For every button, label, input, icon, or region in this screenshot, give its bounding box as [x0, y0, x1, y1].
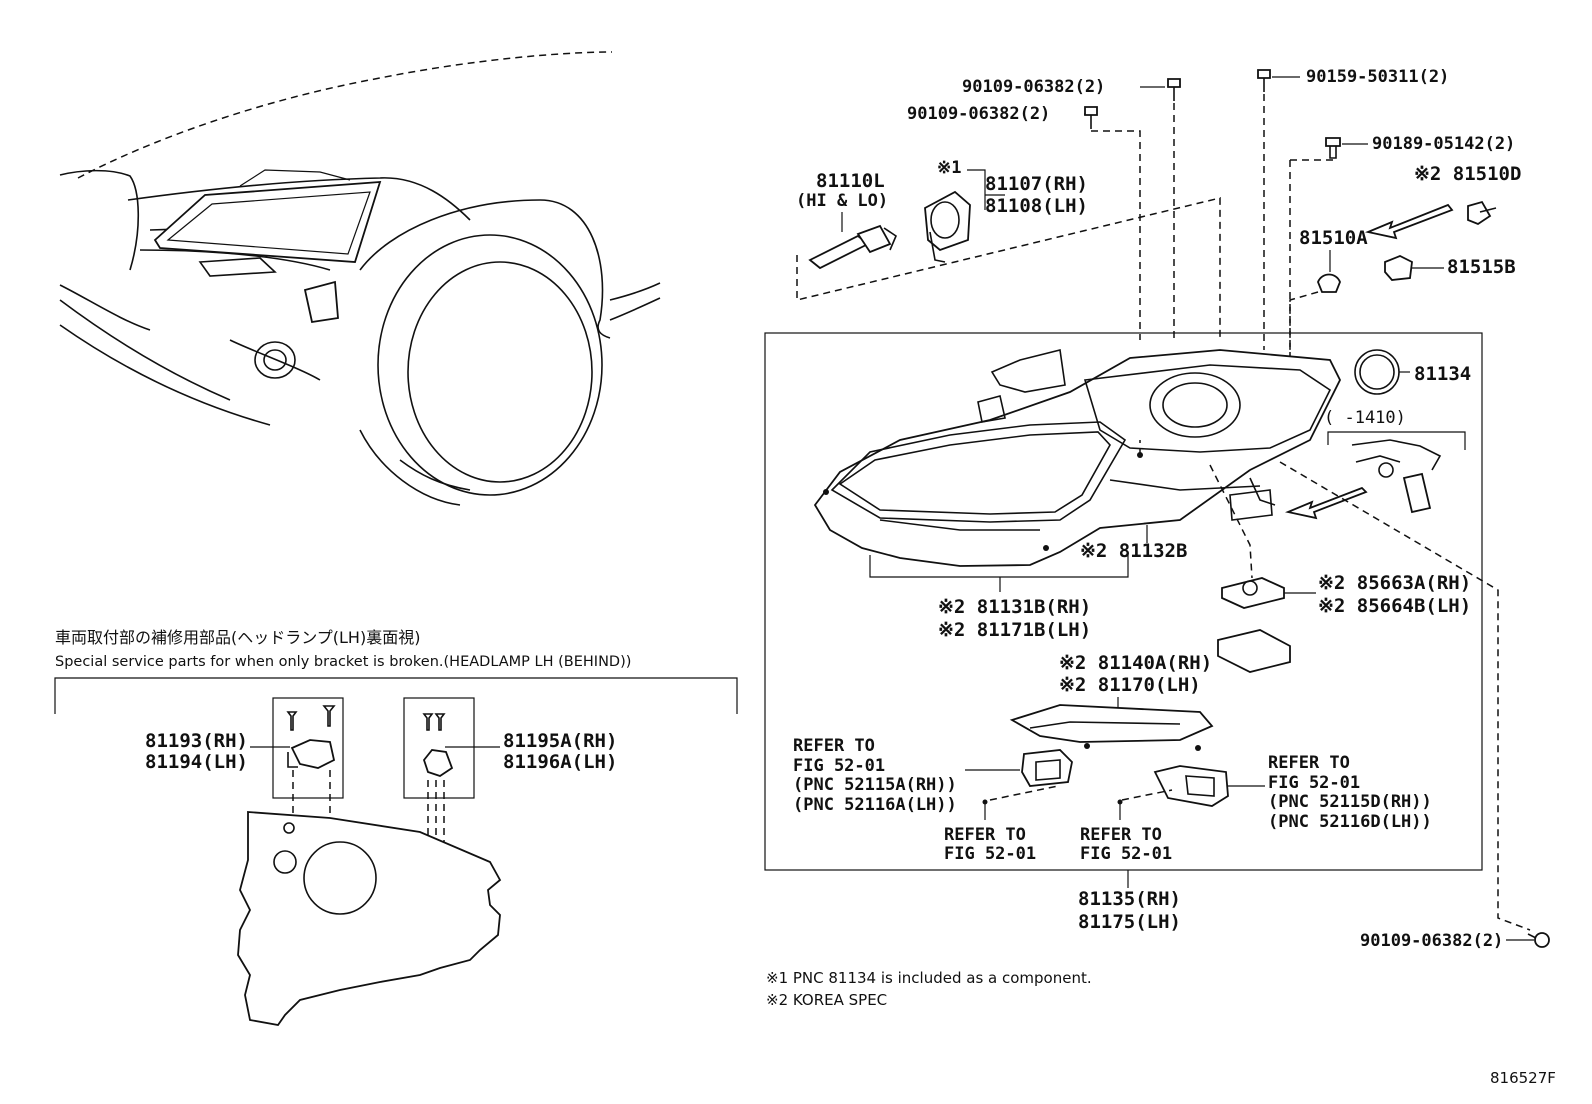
label-81134: 81134 [1414, 363, 1471, 385]
bracket-title-jp: 車両取付部の補修用部品(ヘッドランプ(LH)裏面視) [55, 628, 420, 647]
refer-left-3: (PNC 52115A(RH)) [793, 775, 957, 795]
bracket-section: 車両取付部の補修用部品(ヘッドランプ(LH)裏面視) Special servi… [54, 628, 738, 1026]
assembly-frame [764, 332, 1483, 871]
bolt-icon [1527, 932, 1550, 948]
bulb-icon [1467, 200, 1497, 226]
lamp-bracket-icon [1021, 749, 1073, 787]
refer-mid-right-2: FIG 52-01 [1080, 844, 1172, 864]
bolt-icon [1084, 106, 1098, 129]
clip-icon [1325, 137, 1341, 159]
note-2: ※2 KOREA SPEC [766, 991, 887, 1009]
date-range-label: ( -1410) [1324, 408, 1406, 428]
bolt-icon [1167, 78, 1181, 101]
bracket-section-frame [54, 677, 738, 714]
bracket-title-en: Special service parts for when only brac… [55, 654, 631, 670]
label-81515b: 81515B [1447, 256, 1516, 278]
headlamp-assembly-diagram: 90109-06382(2) 90109-06382(2) 90159-5031… [764, 67, 1550, 951]
label-mark1: ※1 [937, 158, 961, 178]
figure-id: 816527F [1490, 1069, 1556, 1087]
bolt-icon [1257, 69, 1271, 92]
refer-right-1: REFER TO [1268, 753, 1350, 773]
label-90109-top: 90109-06382(2) [962, 77, 1105, 97]
refer-left-4: (PNC 52116A(LH)) [793, 795, 957, 815]
label-81110l-sub: (HI & LO) [796, 191, 888, 211]
refer-left-1: REFER TO [793, 736, 875, 756]
refer-mid-left-1: REFER TO [944, 825, 1026, 845]
note-1: ※1 PNC 81134 is included as a component. [766, 969, 1092, 987]
ballast-icon [1221, 577, 1285, 609]
bracket-81193-part [286, 705, 336, 769]
inset-connector-detail [1351, 439, 1442, 514]
wedge-bulb-icon [1317, 273, 1341, 293]
label-81107: 81107(RH) [985, 173, 1088, 195]
gasket-ring-icon [1354, 349, 1400, 395]
refer-left-2: FIG 52-01 [793, 756, 885, 776]
label-85664b: ※2 85664B(LH) [1318, 595, 1471, 617]
label-81196a: 81196A(LH) [503, 751, 617, 773]
label-81510a: 81510A [1299, 227, 1368, 249]
label-90109-second: 90109-06382(2) [907, 104, 1050, 124]
label-85663a: ※2 85663A(RH) [1318, 572, 1471, 594]
label-81131b: ※2 81131B(RH) [938, 596, 1091, 618]
refer-mid-right-1: REFER TO [1080, 825, 1162, 845]
headlamp-housing [813, 349, 1342, 567]
label-81132b: ※2 81132B [1080, 540, 1187, 562]
headlamp-back-view [237, 811, 502, 1026]
bracket-81195a-box [403, 697, 475, 799]
label-81193: 81193(RH) [145, 730, 248, 752]
lower-cover-icon [1009, 704, 1214, 751]
socket-icon [1384, 255, 1413, 281]
label-81171b: ※2 81171B(LH) [938, 619, 1091, 641]
bracket-81193-box [272, 697, 344, 799]
label-90159: 90159-50311(2) [1306, 67, 1449, 87]
arrow-icon [1364, 203, 1454, 240]
label-81175: 81175(LH) [1078, 911, 1181, 933]
label-90109-bottom: 90109-06382(2) [1360, 931, 1503, 951]
refer-right-2: FIG 52-01 [1268, 773, 1360, 793]
label-81140a: ※2 81140A(RH) [1059, 652, 1212, 674]
label-81110l: 81110L [816, 170, 885, 192]
label-90189: 90189-05142(2) [1372, 134, 1515, 154]
lamp-bracket-icon [1153, 765, 1229, 807]
label-81135: 81135(RH) [1078, 888, 1181, 910]
label-81194: 81194(LH) [145, 751, 248, 773]
label-81195a: 81195A(RH) [503, 730, 617, 752]
hid-bulb-icon [808, 224, 897, 270]
refer-right-4: (PNC 52116D(LH)) [1268, 812, 1432, 832]
arrow-icon [1284, 486, 1368, 520]
vehicle-front-view [59, 51, 661, 506]
refer-mid-left-2: FIG 52-01 [944, 844, 1036, 864]
bulb-cap-icon [924, 190, 971, 263]
control-module-icon [1217, 629, 1291, 673]
bracket-81195a-part [422, 713, 454, 777]
label-81108: 81108(LH) [985, 195, 1088, 217]
label-81510d: ※2 81510D [1414, 163, 1521, 185]
label-81170: ※2 81170(LH) [1059, 674, 1201, 696]
refer-right-3: (PNC 52115D(RH)) [1268, 792, 1432, 812]
